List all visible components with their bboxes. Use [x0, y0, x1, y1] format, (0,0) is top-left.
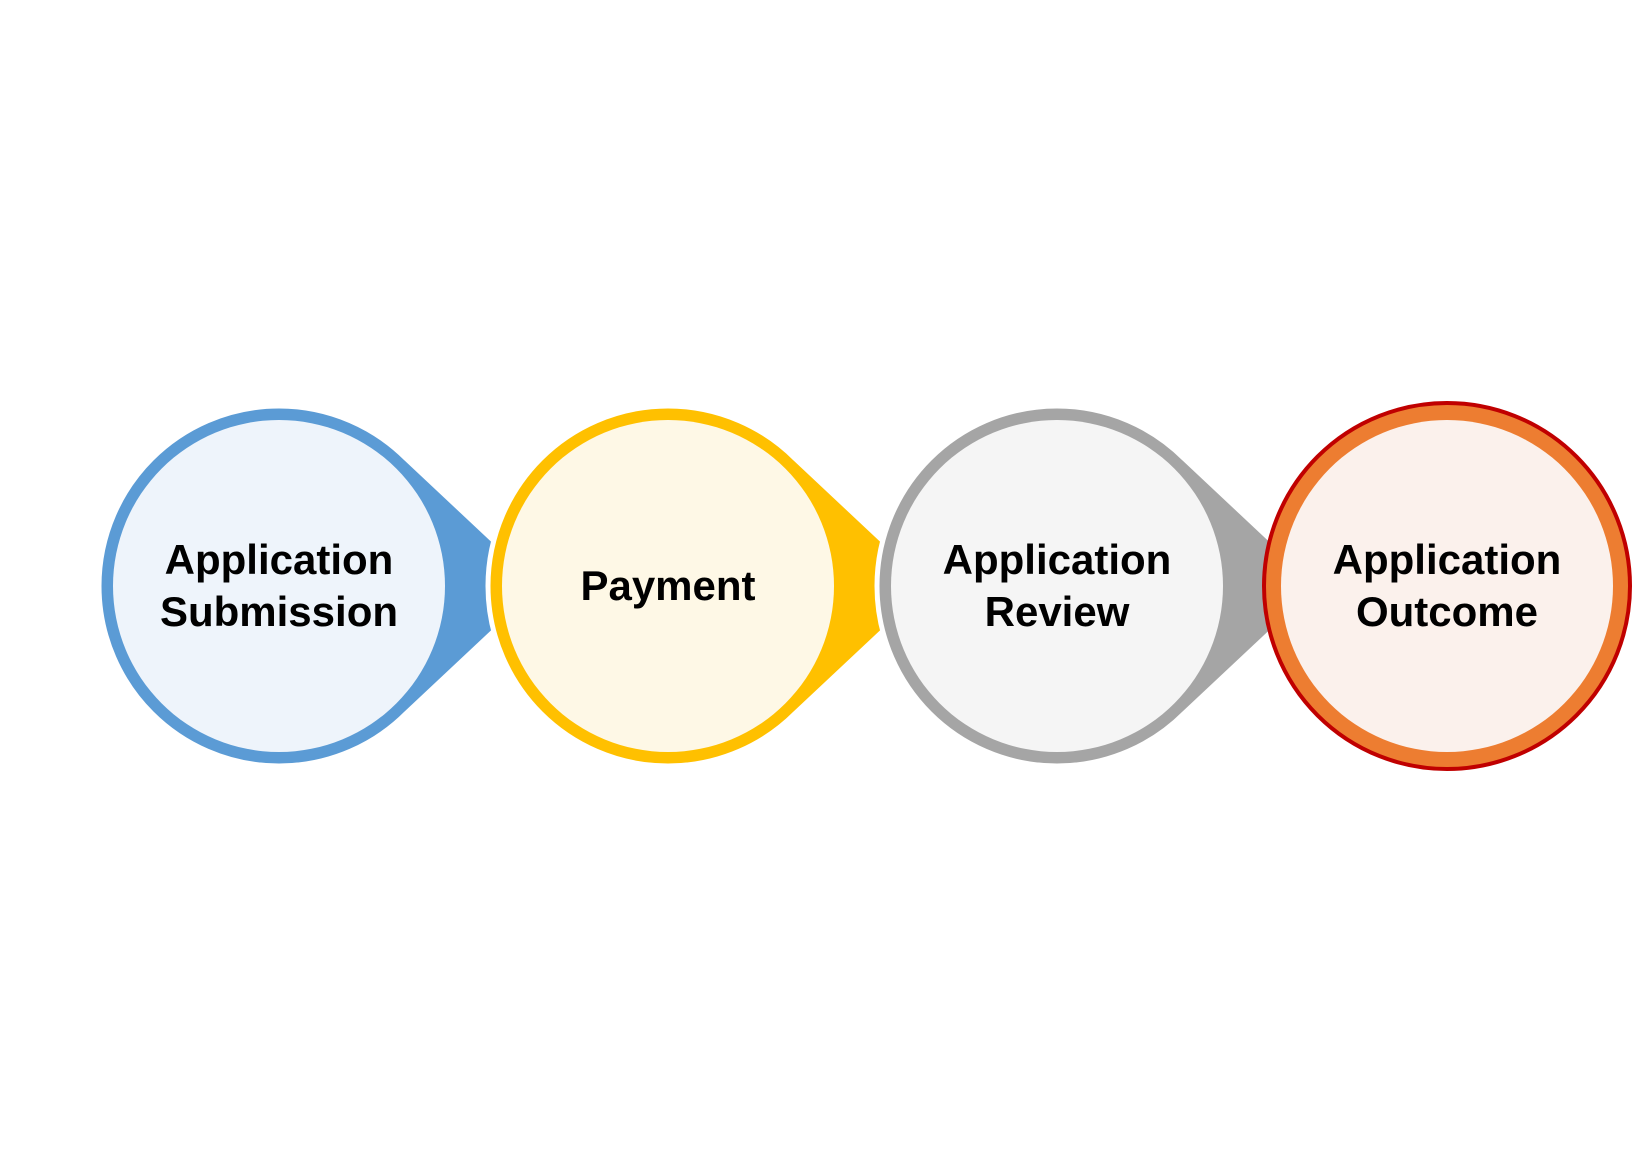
step-1-label-line-1: Application — [165, 536, 394, 583]
step-4-label-line-1: Application — [1333, 536, 1562, 583]
step-1-label-line-2: Submission — [160, 588, 398, 635]
step-4-label-line-2: Outcome — [1356, 588, 1538, 635]
step-1-circle — [113, 420, 445, 752]
step-2-label-line-1: Payment — [580, 562, 755, 609]
step-4-circle — [1281, 420, 1613, 752]
step-3-circle — [891, 420, 1223, 752]
step-2-circle — [502, 420, 834, 752]
step-3-label-line-1: Application — [943, 536, 1172, 583]
step-2: Payment — [485, 403, 935, 769]
step-3-label-line-2: Review — [985, 588, 1130, 635]
